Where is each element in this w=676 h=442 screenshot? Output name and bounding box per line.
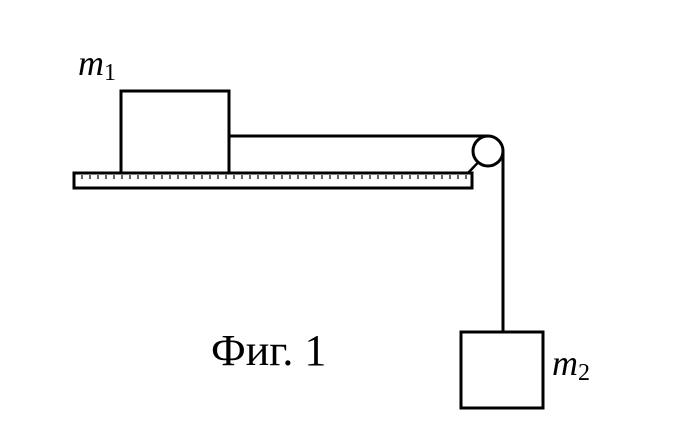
- block-m1: [119, 89, 231, 175]
- table-hatching: [81, 175, 467, 179]
- label-m2: m2: [552, 343, 590, 386]
- label-m1-subscript: 1: [104, 60, 116, 86]
- label-m1-symbol: m: [78, 43, 104, 83]
- label-m1: m1: [78, 43, 116, 86]
- label-m2-subscript: 2: [578, 360, 590, 386]
- label-m2-symbol: m: [552, 343, 578, 383]
- figure-caption: Фиг. 1: [211, 326, 326, 375]
- block-m2: [459, 330, 545, 410]
- table: [72, 171, 474, 190]
- pulley: [471, 134, 505, 168]
